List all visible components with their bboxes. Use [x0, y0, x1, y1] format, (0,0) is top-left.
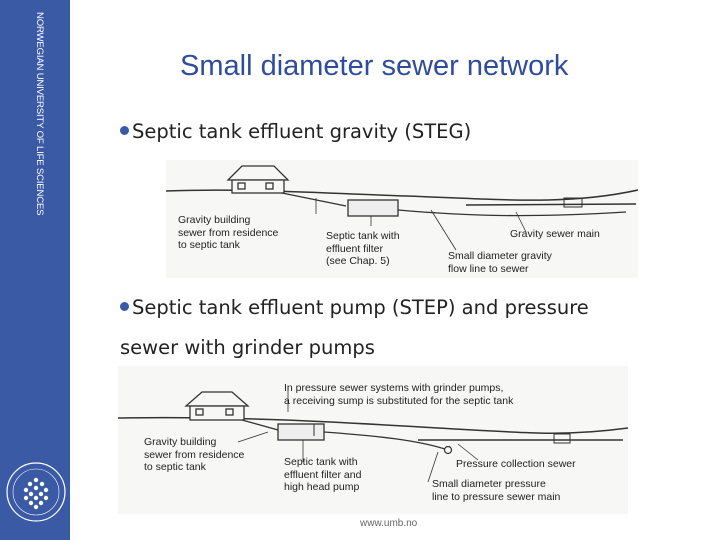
label-collection-sewer: Pressure collection sewer [456, 458, 576, 470]
bullet-steg-text: Septic tank effluent gravity (STEG) [132, 120, 472, 143]
label-flow-line: Small diameter gravity flow line to sewe… [448, 250, 552, 275]
label-gravity-main: Gravity sewer main [510, 228, 600, 240]
house-icon [184, 391, 250, 421]
bullet-step: Septic tank effluent pump (STEP) and pre… [120, 296, 589, 319]
bullet-dot-icon [120, 126, 129, 135]
label-pressure-note: In pressure sewer systems with grinder p… [284, 382, 514, 407]
footer-url: www.umb.no [360, 518, 418, 529]
institution-name: NORWEGIAN UNIVERSITY OF LIFE SCIENCES [34, 12, 45, 216]
label-pressure-line: Small diameter pressure line to pressure… [432, 478, 561, 503]
bullet-step-text: Septic tank effluent pump (STEP) and pre… [132, 296, 589, 319]
label-septic-tank-pump: Septic tank with effluent filter and hig… [284, 456, 362, 493]
label-building-sewer: Gravity building sewer from residence to… [178, 214, 279, 251]
septic-tank-icon [347, 199, 399, 217]
university-seal-icon [6, 462, 66, 522]
house-icon [226, 165, 290, 194]
bullet-step-continued: sewer with grinder pumps [120, 336, 375, 359]
bullet-dot-icon [120, 302, 129, 311]
label-building-sewer: Gravity building sewer from residence to… [144, 436, 245, 473]
septic-tank-icon [277, 423, 325, 441]
steg-diagram-drawing [166, 165, 638, 251]
sidebar: NORWEGIAN UNIVERSITY OF LIFE SCIENCES [0, 0, 70, 540]
slide-title: Small diameter sewer network [180, 50, 569, 82]
steg-diagram: Gravity building sewer from residence to… [166, 160, 638, 278]
label-septic-tank: Septic tank with effluent filter (see Ch… [326, 230, 400, 267]
step-diagram: In pressure sewer systems with grinder p… [118, 366, 628, 514]
step-diagram-drawing [118, 386, 628, 483]
bullet-steg: Septic tank effluent gravity (STEG) [120, 120, 471, 143]
